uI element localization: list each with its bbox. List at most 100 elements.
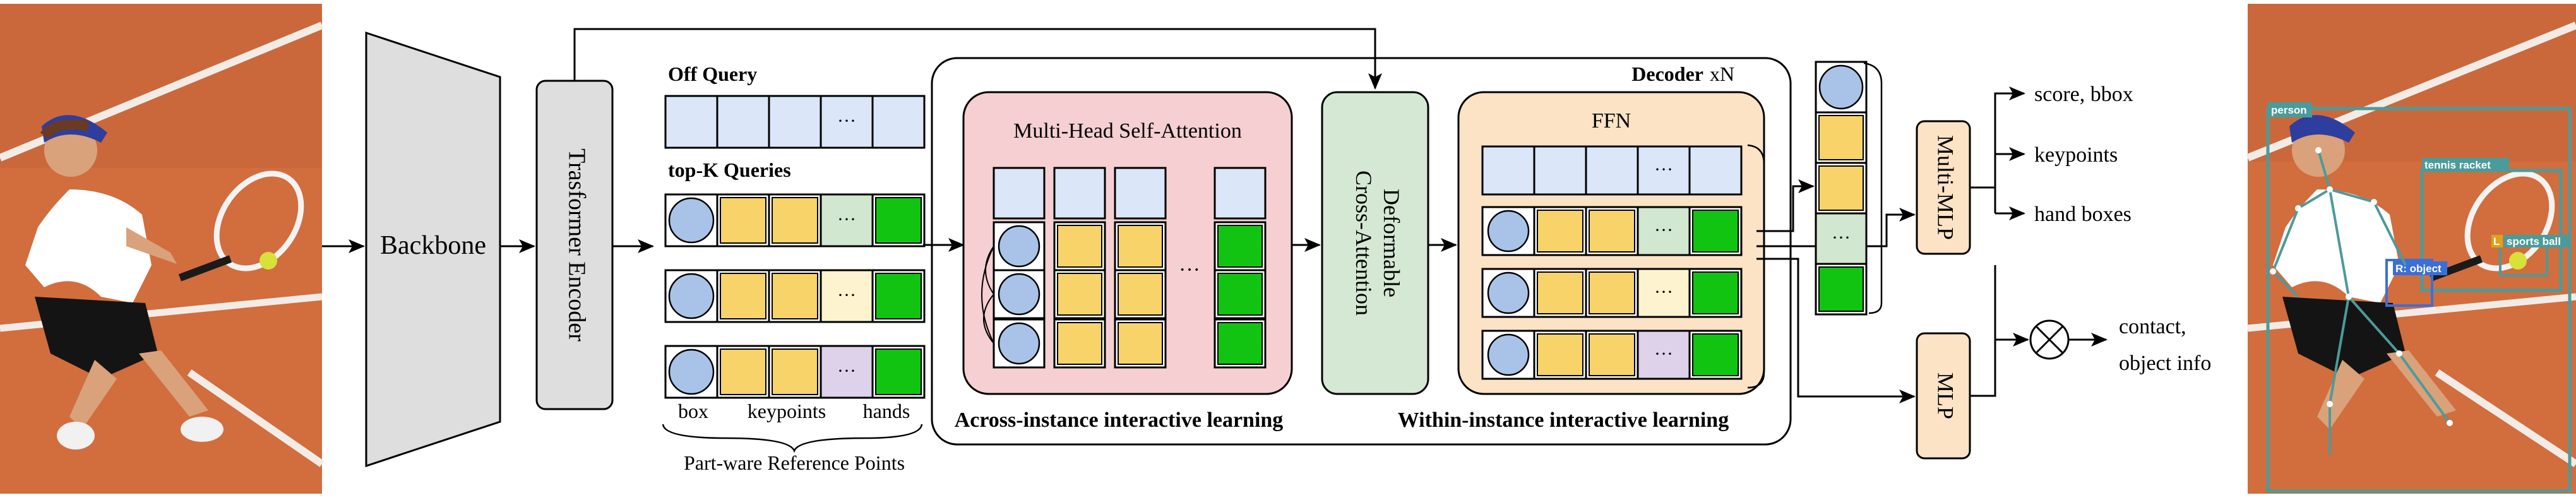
ellipsis-text: ···: [1654, 343, 1673, 364]
off-query-cell: [871, 95, 926, 149]
ffn-keypoint-cell: [1533, 330, 1587, 380]
reference-brace: [662, 424, 923, 453]
mhsa-keypoint-cell: [1114, 318, 1167, 369]
keypoint-query-cell: [716, 193, 770, 247]
mhsa-keypoint-cell: [1053, 269, 1106, 319]
multi-mlp-block: Multi-MLP: [1916, 120, 1971, 255]
mhsa-keypoint-cell: [1053, 221, 1106, 271]
ellipsis-text: ···: [1654, 282, 1673, 302]
ffn-box-cell: [1481, 330, 1535, 380]
detection-left-hand-label: L: [2493, 235, 2500, 247]
ellipsis-text: ···: [837, 285, 856, 306]
topk-queries-title: top-K Queries: [668, 158, 791, 181]
detection-person-label: person: [2271, 104, 2307, 116]
query-ellipsis-cell: ···: [820, 193, 874, 247]
off-query-cell: [664, 95, 719, 149]
ffn-query-cell: ···: [1637, 145, 1691, 196]
deformable-cross-attention-block: DeformableCross-Attention: [1321, 91, 1429, 395]
detection-racket-label: tennis racket: [2424, 159, 2491, 171]
multi-mlp-label: Multi-MLP: [1933, 135, 1959, 240]
ffn-row-brace: [1747, 144, 1765, 389]
backbone-block: Backbone: [365, 31, 501, 468]
mhsa-label: Multi-Head Self-Attention: [1013, 119, 1242, 143]
mhsa-keypoint-cell: [1114, 221, 1167, 271]
column-label-keypoints: keypoints: [748, 400, 826, 422]
hand-query-cell: [871, 345, 926, 399]
ffn-box-cell: [1481, 206, 1535, 256]
ffn-label: FFN: [1592, 109, 1631, 133]
encoder-label: Trasformer Encoder: [563, 148, 590, 342]
detection-ball-label: sports ball: [2507, 235, 2561, 247]
arrow-to-score-bbox: [1970, 86, 2025, 189]
mhsa-ellipsis: ···: [1179, 258, 1200, 282]
deformable-label-line2: Cross-Attention: [1351, 170, 1376, 316]
mhsa-box-cell: [993, 318, 1046, 369]
box-query-cell: [664, 269, 719, 323]
mhsa-query-cell: [1213, 167, 1267, 220]
keypoint-query-cell: [768, 269, 822, 323]
decoder-repeat: xN: [1710, 62, 1734, 85]
output-contact: contact,: [2119, 315, 2186, 338]
ellipsis-text: ···: [837, 110, 856, 131]
output-object-info: object info: [2119, 352, 2211, 375]
ffn-hand-cell: [1688, 206, 1743, 256]
column-label-box: box: [678, 400, 708, 422]
ellipsis-text: ···: [837, 360, 856, 381]
within-instance-label: Within-instance interactive learning: [1398, 408, 1729, 432]
mhsa-columns: ···: [981, 167, 1267, 369]
ffn-hand-cell: [1688, 330, 1743, 380]
ellipsis-text: ···: [1832, 227, 1851, 248]
hand-query-cell: [871, 193, 926, 247]
arrow-ffn-to-output-query: [1756, 179, 1815, 232]
ffn-hand-cell: [1688, 268, 1743, 318]
arrow-mlp-to-product: [1970, 333, 2029, 397]
output-keypoint-cell: [1815, 111, 1868, 164]
topk-query-rows: ··· ··· ···: [664, 193, 926, 399]
mhsa-query-cell: [993, 167, 1046, 220]
ffn-query-cell: [1533, 145, 1587, 196]
decoder-block: Decoder xN: [931, 57, 1792, 446]
ffn-keypoint-cell: [1585, 330, 1639, 380]
output-ellipsis-cell: ···: [1815, 212, 1868, 265]
reference-caption: Part-ware Reference Points: [684, 451, 905, 474]
ffn-box-cell: [1481, 268, 1535, 318]
deformable-label-line1: Deformable: [1379, 189, 1404, 297]
hand-query-cell: [871, 269, 926, 323]
svg-text:DeformableCross-Attention: DeformableCross-Attention: [1351, 170, 1404, 316]
off-query-cell: ···: [820, 95, 874, 149]
ffn-ellipsis-cell: ···: [1637, 268, 1691, 318]
ffn-query-cell: [1481, 145, 1535, 196]
keypoint-query-cell: [768, 193, 822, 247]
ffn-ellipsis-cell: ···: [1637, 330, 1691, 380]
output-hand-boxes: hand boxes: [2034, 203, 2132, 226]
output-box-cell: [1815, 61, 1868, 114]
ffn-rows: ··· ··· ··· ···: [1481, 145, 1743, 380]
mhsa-hand-cell: [1213, 269, 1267, 319]
product-operator: [2029, 319, 2070, 360]
output-image: person tennis racket sports ball L R: ob…: [2246, 4, 2576, 494]
arrow-ffn-to-mlp: [1756, 258, 1916, 403]
output-keypoints: keypoints: [2034, 143, 2118, 167]
off-query-row: ···: [664, 95, 926, 149]
keypoint-query-cell: [768, 345, 822, 399]
box-query-cell: [664, 345, 719, 399]
ellipsis-text: ···: [1654, 220, 1673, 241]
output-query-column: ···: [1815, 61, 1868, 316]
across-instance-label: Across-instance interactive learning: [955, 408, 1284, 432]
box-query-cell: [664, 193, 719, 247]
off-query-cell: [716, 95, 770, 149]
ffn-keypoint-cell: [1585, 268, 1639, 318]
decoder-title: Decoder: [1631, 62, 1703, 85]
mhsa-hand-cell: [1213, 318, 1267, 369]
ffn-keypoint-cell: [1533, 206, 1587, 256]
mhsa-box-cell: [993, 269, 1046, 319]
ffn-keypoint-cell: [1533, 268, 1587, 318]
ffn-ellipsis-cell: ···: [1637, 206, 1691, 256]
transformer-encoder-block: Trasformer Encoder: [535, 80, 614, 410]
ellipsis-text: ···: [837, 209, 856, 230]
ellipsis-text: ···: [1654, 159, 1673, 180]
mhsa-box-cell: [993, 221, 1046, 271]
mlp-block: MLP: [1916, 332, 1971, 460]
ffn-query-cell: [1688, 145, 1743, 196]
